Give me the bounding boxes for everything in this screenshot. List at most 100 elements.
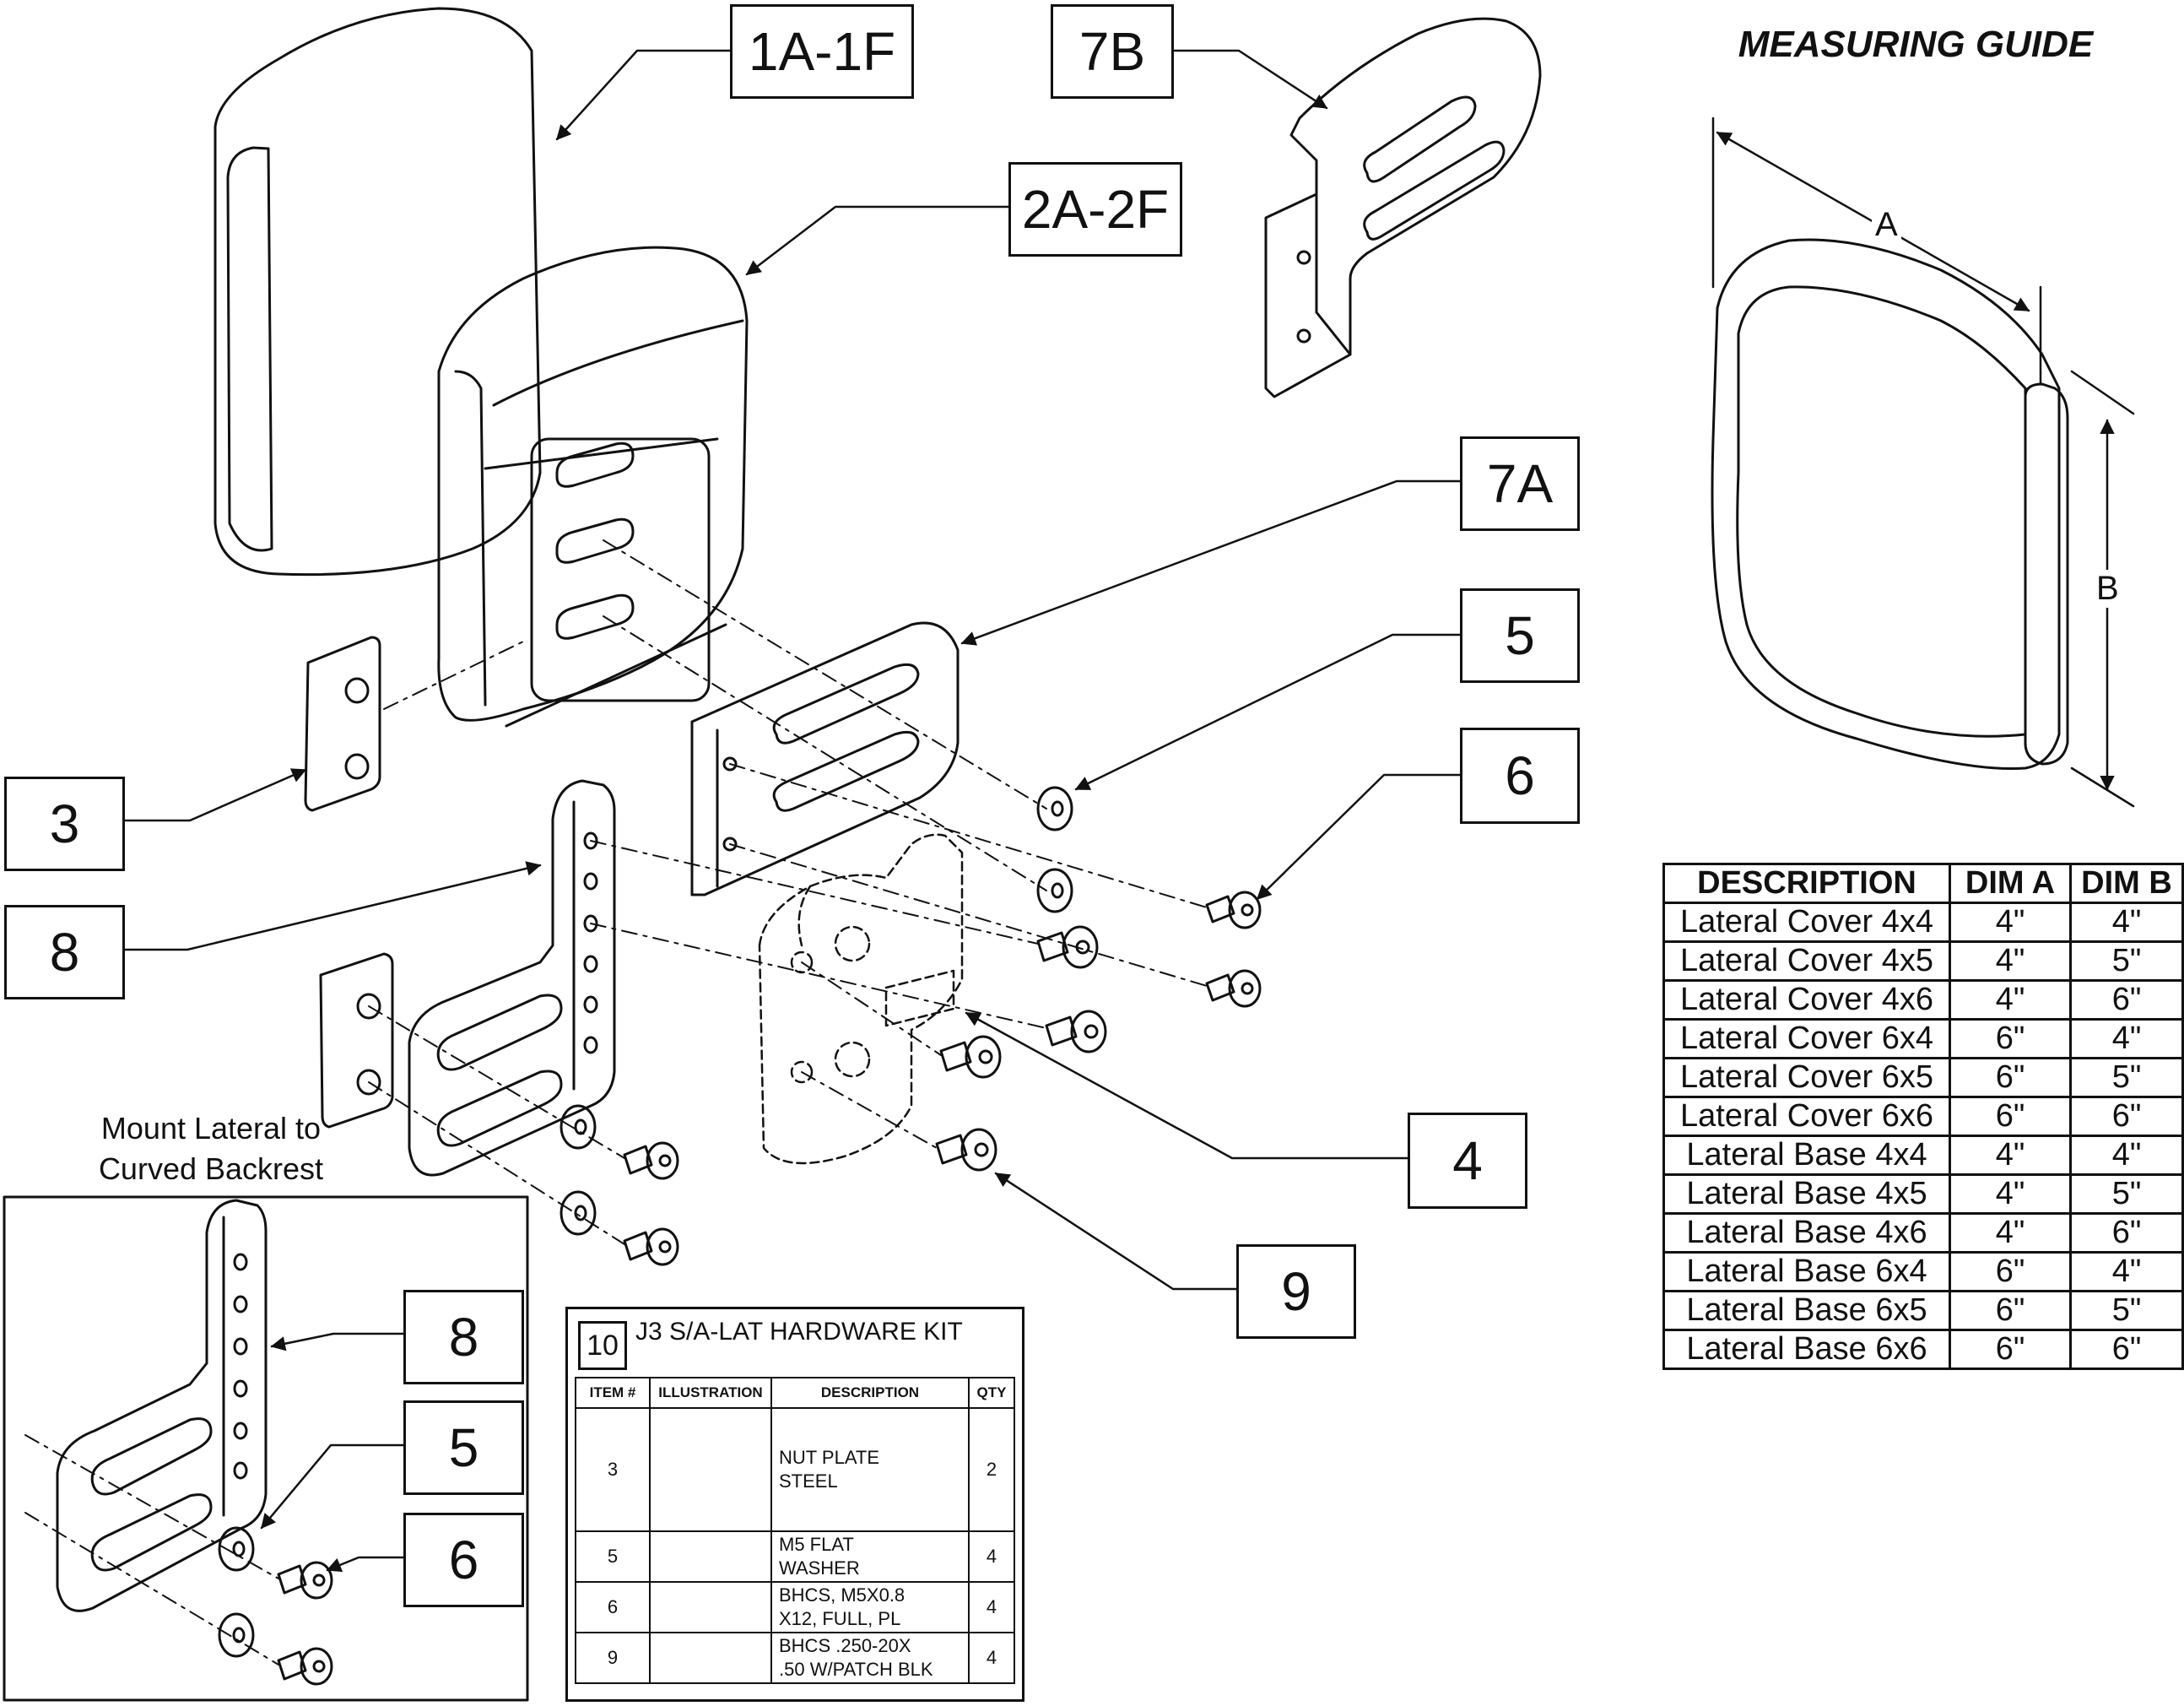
kit-table: ITEM # ILLUSTRATION DESCRIPTION QTY 3 NU… — [575, 1377, 1015, 1684]
hardware-kit-box: 10 J3 S/A-LAT HARDWARE KIT ITEM # ILLUST… — [565, 1307, 1024, 1702]
callout-6: 6 — [1460, 728, 1580, 824]
leader-lines — [118, 49, 1462, 1291]
kit-desc-line2: .50 W/PATCH BLK — [779, 1659, 933, 1680]
callout-4: 4 — [1408, 1113, 1527, 1209]
kit-desc-line2: STEEL — [779, 1470, 838, 1492]
nut-plate-2 — [319, 952, 394, 1129]
size-table-header: DESCRIPTION DIM A DIM B — [1662, 863, 2184, 904]
kit-number: 10 — [578, 1321, 627, 1370]
size-table: DESCRIPTION DIM A DIM B Lateral Cover 4x… — [1662, 863, 2184, 1370]
row-description: Lateral Base 4x5 — [1662, 1173, 1951, 1215]
kit-title: J3 S/A-LAT HARDWARE KIT — [635, 1318, 963, 1346]
kit-desc-line1: M5 FLAT — [779, 1534, 854, 1555]
kit-header-qty: QTY — [968, 1377, 1015, 1409]
washer-icon — [649, 1530, 772, 1583]
row-dim-a: 6" — [1949, 1329, 2072, 1370]
measuring-guide-title: MEASURING GUIDE — [1738, 24, 2094, 65]
kit-header-illustration: ILLUSTRATION — [649, 1377, 772, 1409]
kit-desc-line2: X12, FULL, PL — [779, 1608, 901, 1629]
clamp-4 — [758, 833, 964, 1165]
l-bracket-8 — [408, 779, 616, 1177]
inset-washers-screws — [218, 1526, 333, 1686]
row-description: Lateral Base 6x6 — [1662, 1329, 1951, 1370]
row-dim-a: 6" — [1949, 1096, 2072, 1137]
bracket-7b — [1264, 17, 1542, 398]
row-dim-b: 4" — [2069, 1135, 2184, 1176]
kit-item-number: 3 — [575, 1407, 651, 1532]
measuring-guide-pad — [1711, 238, 2069, 771]
row-description: Lateral Cover 4x5 — [1662, 940, 1951, 982]
row-dim-b: 5" — [2069, 1173, 2184, 1215]
kit-item-qty: 4 — [968, 1581, 1015, 1633]
inset-frame — [3, 1195, 529, 1702]
row-dim-b: 6" — [2069, 1096, 2184, 1137]
callout-7b: 7B — [1051, 4, 1174, 99]
kit-item-number: 5 — [575, 1530, 651, 1583]
screws — [623, 891, 1262, 1266]
kit-table-header: ITEM # ILLUSTRATION DESCRIPTION QTY — [575, 1377, 1015, 1409]
nut-plate — [304, 636, 381, 812]
row-dim-a: 4" — [1949, 1212, 2072, 1254]
row-description: Lateral Base 6x4 — [1662, 1251, 1951, 1292]
row-dim-a: 6" — [1949, 1057, 2072, 1098]
row-dim-b: 4" — [2069, 1018, 2184, 1059]
callout-9: 9 — [1236, 1244, 1356, 1339]
row-description: Lateral Cover 6x4 — [1662, 1018, 1951, 1059]
row-dim-a: 4" — [1949, 1135, 2072, 1176]
inset-l-bracket — [56, 1199, 268, 1612]
lateral-base-pad — [437, 246, 749, 728]
header-dim-a: DIM A — [1949, 863, 2072, 904]
kit-item-number: 6 — [575, 1581, 651, 1633]
callout-8: 8 — [4, 905, 125, 999]
inset-center-lines — [24, 1434, 279, 1665]
row-description: Lateral Cover 4x6 — [1662, 979, 1951, 1021]
row-dim-b: 6" — [2069, 1329, 2184, 1370]
mount-note-line1: Mount Lateral to — [100, 1111, 322, 1145]
plate-7a — [690, 621, 960, 896]
row-dim-b: 6" — [2069, 979, 2184, 1021]
mount-lateral-note: Mount Lateral to Curved Backrest — [34, 1108, 388, 1189]
dim-b-label: B — [2093, 570, 2122, 608]
callout-5: 5 — [1460, 588, 1580, 683]
row-description: Lateral Base 4x6 — [1662, 1212, 1951, 1254]
callout-8-inset: 8 — [403, 1290, 524, 1384]
kit-item-description: BHCS .250-20X.50 W/PATCH BLK — [770, 1632, 970, 1684]
row-dim-a: 4" — [1949, 1173, 2072, 1215]
screw-icon — [649, 1632, 772, 1684]
kit-header-item: ITEM # — [575, 1377, 651, 1409]
callout-6-inset: 6 — [403, 1513, 524, 1607]
kit-item-qty: 4 — [968, 1530, 1015, 1583]
row-dim-b: 6" — [2069, 1212, 2184, 1254]
kit-item-number: 9 — [575, 1632, 651, 1684]
header-dim-b: DIM B — [2069, 863, 2184, 904]
row-dim-a: 4" — [1949, 902, 2072, 943]
washers — [560, 786, 1073, 1236]
screw-icon — [649, 1581, 772, 1633]
kit-item-qty: 4 — [968, 1632, 1015, 1684]
row-dim-b: 5" — [2069, 1290, 2184, 1331]
row-dim-b: 4" — [2069, 902, 2184, 943]
callout-3: 3 — [4, 777, 125, 871]
callout-1a-1f: 1A-1F — [730, 4, 914, 99]
row-dim-a: 6" — [1949, 1018, 2072, 1059]
dimension-lines — [1711, 116, 2135, 808]
kit-header-description: DESCRIPTION — [770, 1377, 970, 1409]
kit-desc-line1: NUT PLATE — [779, 1447, 879, 1468]
row-description: Lateral Cover 6x5 — [1662, 1057, 1951, 1098]
row-dim-a: 6" — [1949, 1251, 2072, 1292]
row-dim-b: 4" — [2069, 1251, 2184, 1292]
